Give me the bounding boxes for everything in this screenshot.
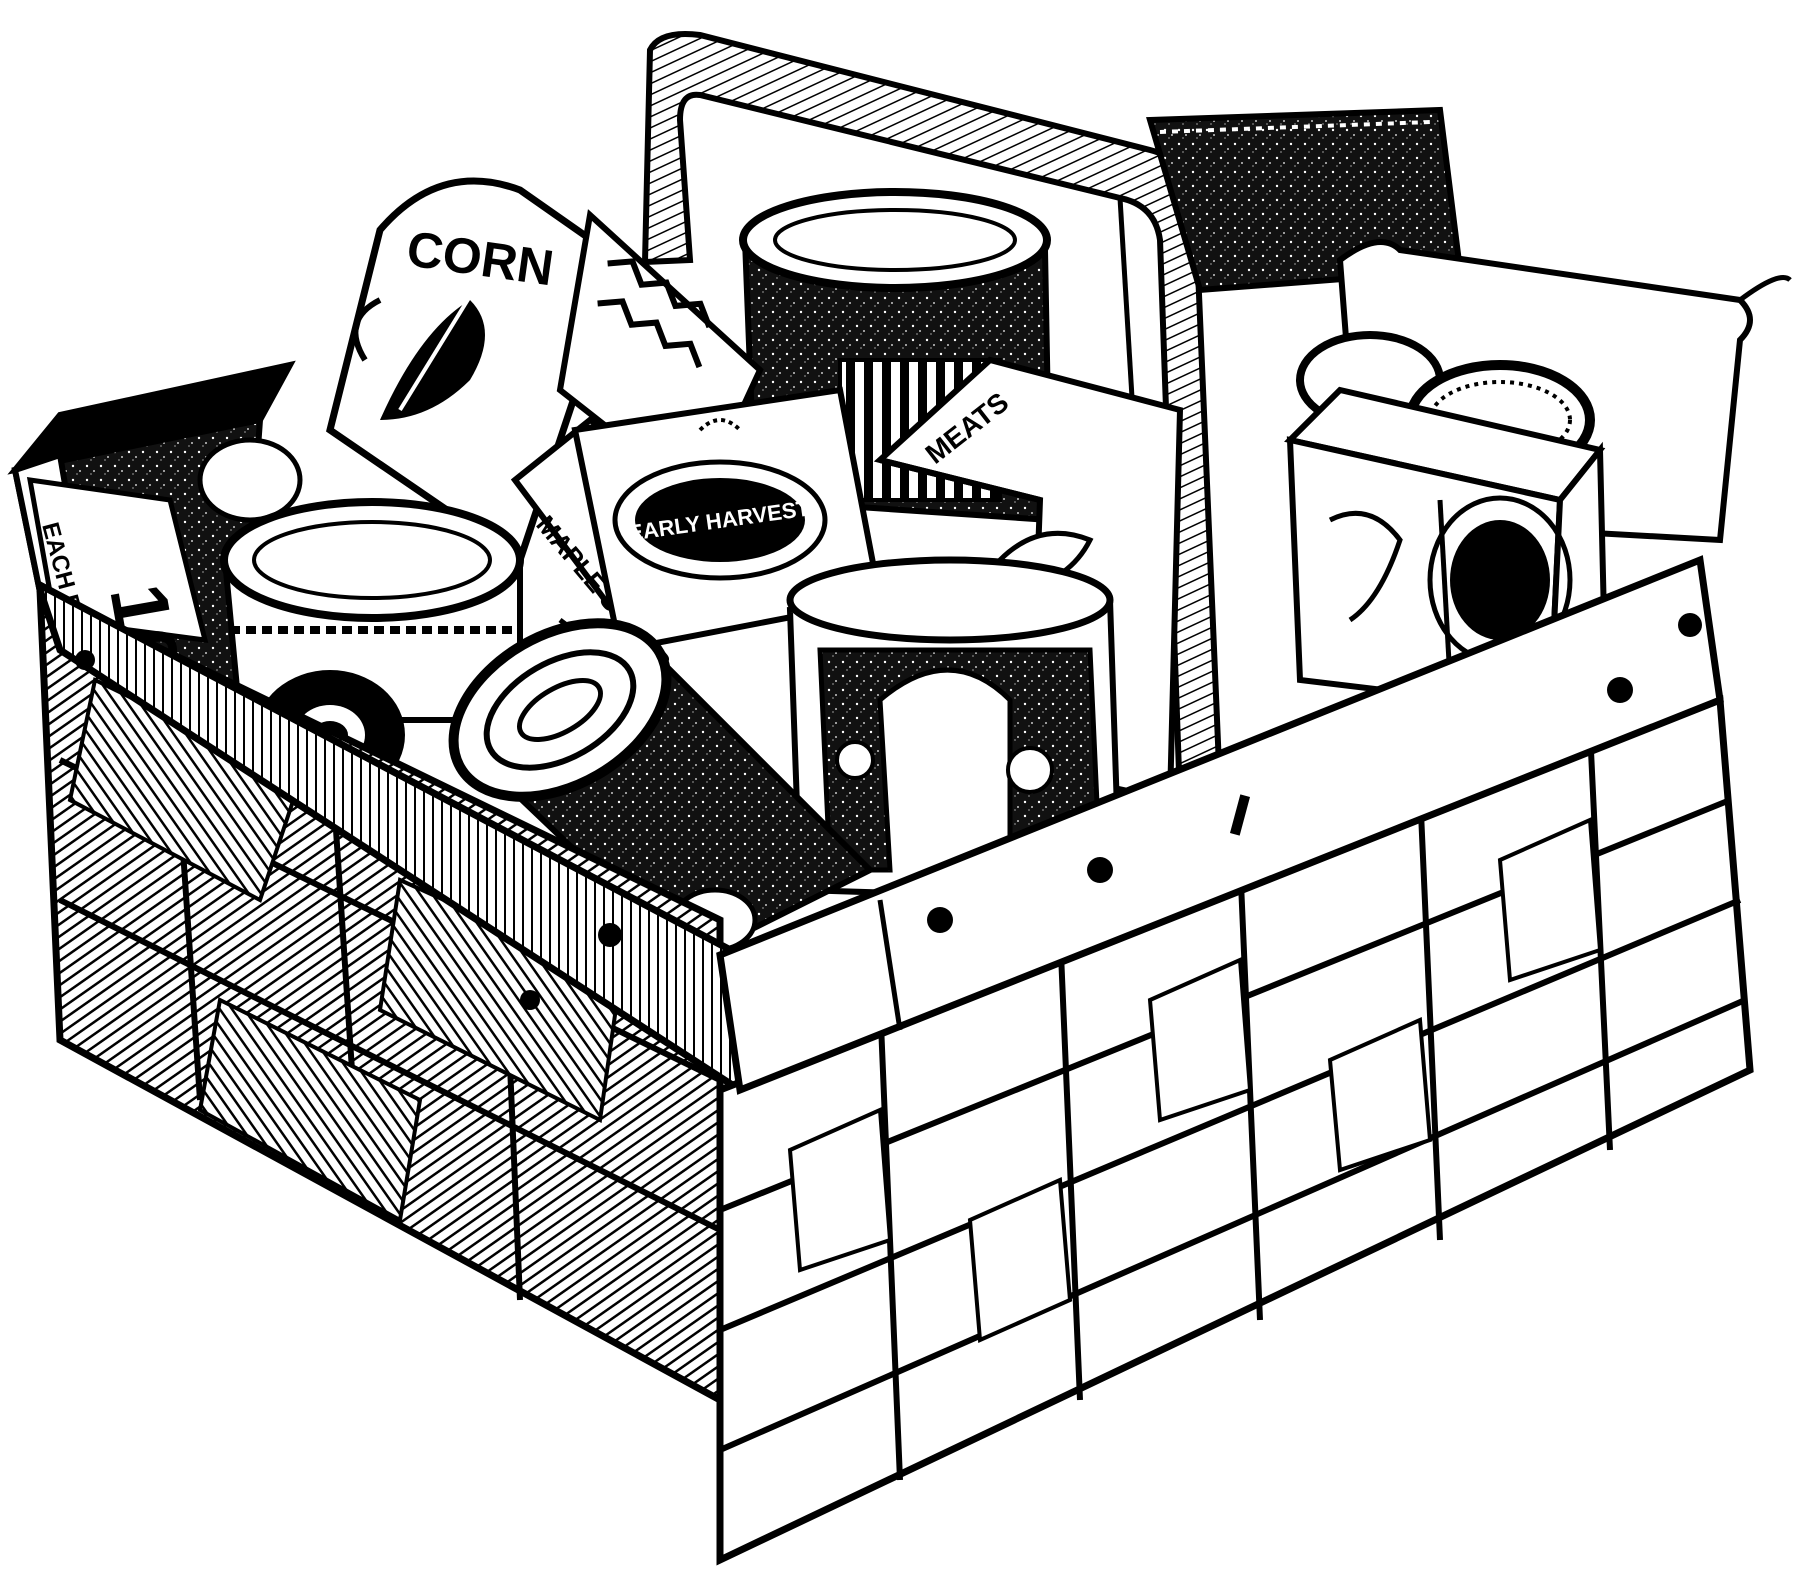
basket-front-rim xyxy=(716,555,1724,1095)
tilted-can xyxy=(448,618,876,964)
basket-left-side xyxy=(36,584,724,1406)
